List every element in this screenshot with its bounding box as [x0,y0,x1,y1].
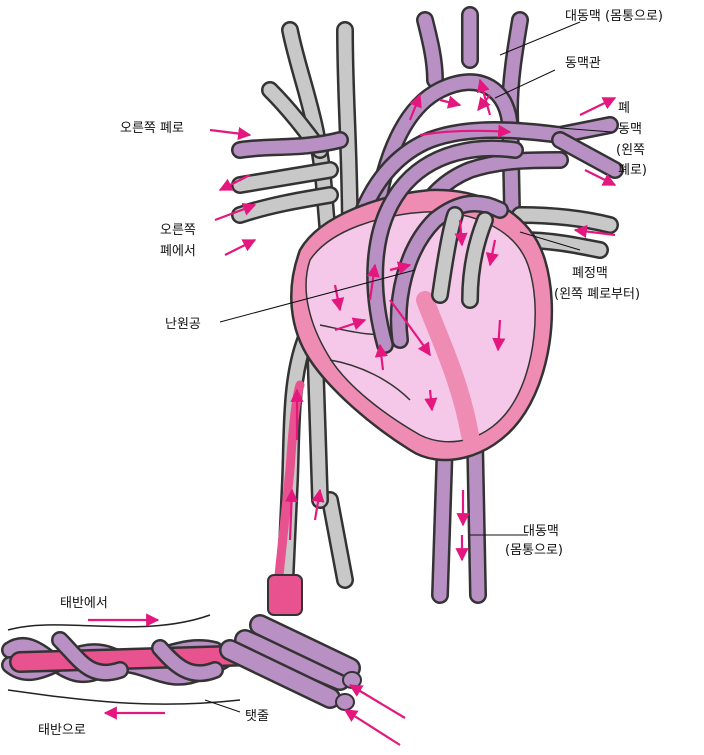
cord-outline-bottom [8,690,240,704]
label-umbilical-cord: 탯줄 [245,708,269,725]
label-pulmonary-vein-1: 폐정맥 [572,265,608,282]
label-aorta-top: 대동맥 (몸통으로) [565,8,663,25]
right-pulmonary-branches [240,140,340,215]
descending-aorta [440,440,478,595]
label-right-lung-to: 오른쪽 폐로 [120,120,184,137]
label-pulmonary-artery-4: 폐로) [618,162,647,179]
cord-outline-top [8,615,210,630]
label-pulmonary-vein-2: (왼쪽 폐로부터) [554,286,640,303]
label-right-lung-from-1: 오른쪽 [160,222,196,239]
label-from-placenta: 태반에서 [60,595,108,612]
label-aorta-bottom-1: 대동맥 [523,523,559,540]
label-pulmonary-artery-1: 폐 [618,100,630,117]
label-ductus-arteriosus: 동맥관 [565,55,601,72]
label-aorta-bottom-2: (몸통으로) [505,542,563,559]
umbilical-arteries [230,625,361,710]
label-to-placenta: 태반으로 [38,722,86,739]
label-pulmonary-artery-2: 동맥 [618,121,642,138]
label-pulmonary-artery-3: (왼쪽 [616,142,645,159]
ductus-venosus [268,575,302,615]
label-foramen-ovale: 난원공 [165,316,201,333]
label-right-lung-from-2: 폐에서 [160,243,196,260]
